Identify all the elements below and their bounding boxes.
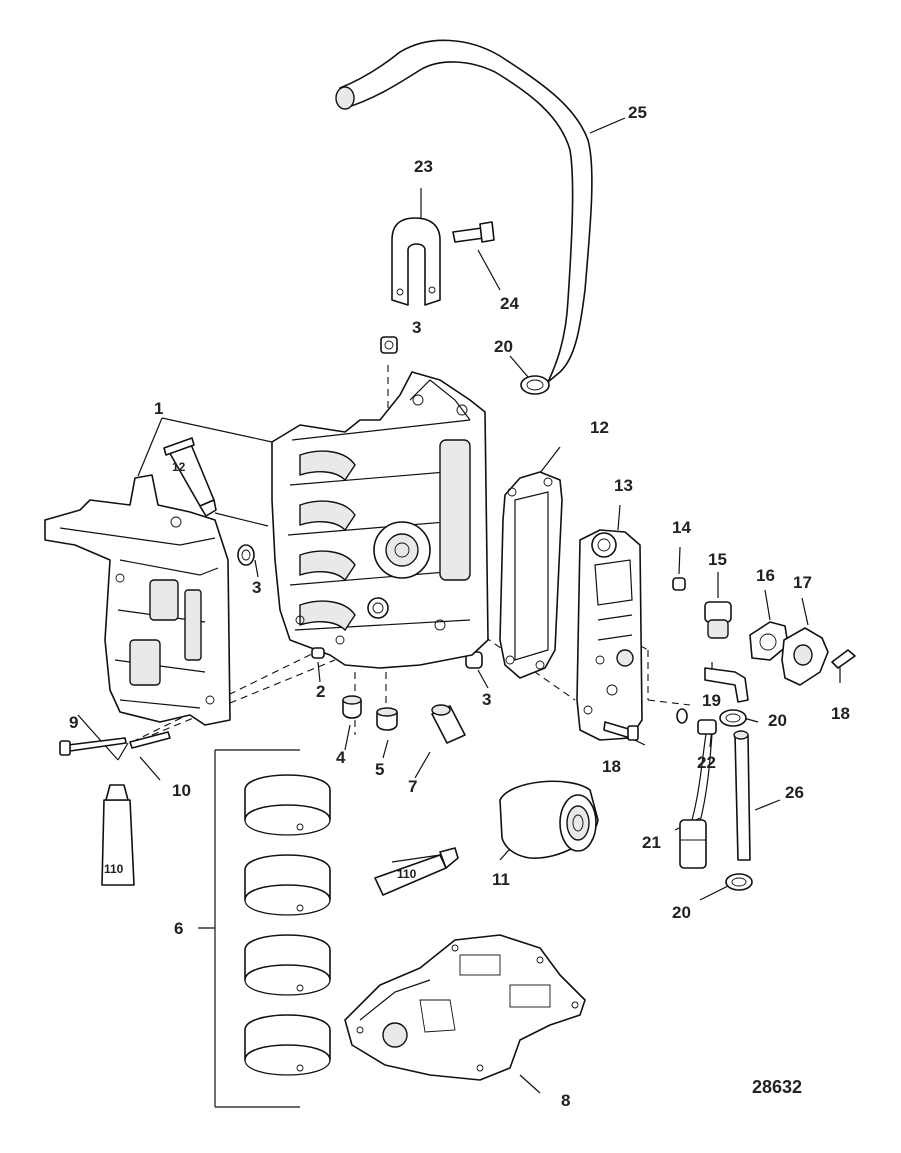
part-8-base-gasket xyxy=(344,934,586,1081)
part-11-oil-filter xyxy=(499,780,599,859)
callout-26: 26 xyxy=(785,783,804,802)
callout-13: 13 xyxy=(614,476,633,495)
part-20-clamp-top xyxy=(520,375,550,395)
main-cylinder-block xyxy=(271,371,489,669)
callout-labels: 1 2 3 3 3 4 5 6 7 8 9 10 11 12 13 14 15 … xyxy=(69,103,850,1110)
part-3-nut-top xyxy=(380,336,398,354)
callout-6: 6 xyxy=(174,919,183,938)
figure-number: 28632 xyxy=(752,1077,802,1097)
callout-3-left: 3 xyxy=(252,578,261,597)
callout-3-bottom: 3 xyxy=(482,690,491,709)
part-6-bearing-2 xyxy=(244,854,331,916)
leader-lines xyxy=(77,117,841,1108)
callout-19: 19 xyxy=(702,691,721,710)
part-20-clamp-bottom xyxy=(725,873,753,891)
part-4-plug xyxy=(342,695,362,719)
part-16-gasket xyxy=(749,621,789,661)
part-13-cover xyxy=(576,529,643,741)
part-24-bolt xyxy=(452,221,495,243)
tube-110-bottom-label: 110 xyxy=(397,867,417,881)
part-10-stud xyxy=(129,731,171,749)
left-housing xyxy=(44,474,231,726)
part-22-o-ring xyxy=(676,708,688,724)
part-18-bolt-right xyxy=(831,649,856,669)
part-6-bearing-1 xyxy=(244,774,331,836)
callout-21: 21 xyxy=(642,833,661,852)
part-17-thermostat-cover xyxy=(781,627,829,686)
part-15-fitting xyxy=(704,601,732,639)
part-18-bolt-lower xyxy=(603,721,639,741)
callout-16: 16 xyxy=(756,566,775,585)
callout-9: 9 xyxy=(69,713,78,732)
tube-110-left-label: 110 xyxy=(104,862,124,876)
callout-24: 24 xyxy=(500,294,519,313)
part-7-sleeve xyxy=(431,704,466,744)
part-6-bearing-4 xyxy=(244,1014,331,1076)
callout-18-right: 18 xyxy=(831,704,850,723)
callout-12-gasket: 12 xyxy=(590,418,609,437)
part-21-sensor-harness xyxy=(679,719,717,869)
part-19-elbow-fitting xyxy=(704,667,749,703)
callout-4: 4 xyxy=(336,748,346,767)
tube-12-label: 12 xyxy=(172,460,186,474)
callout-18-lower: 18 xyxy=(602,757,621,776)
callout-1: 1 xyxy=(154,399,163,418)
callout-20-mid: 20 xyxy=(768,711,787,730)
part-9-bolt xyxy=(59,737,127,756)
part-26-hose xyxy=(733,730,751,861)
part-5-plug xyxy=(376,707,398,731)
part-6-bearing-3 xyxy=(244,934,331,996)
part-110-tube-bottom: 110 xyxy=(374,847,459,896)
callout-7: 7 xyxy=(408,777,417,796)
part-3-nut-left xyxy=(237,544,255,566)
part-12-sealant-tube: 12 xyxy=(163,437,217,517)
callout-17: 17 xyxy=(793,573,812,592)
part-23-bracket xyxy=(391,217,441,306)
callout-11: 11 xyxy=(492,870,510,889)
part-25-hose xyxy=(335,39,593,383)
callout-23: 23 xyxy=(414,157,433,176)
callout-22: 22 xyxy=(697,753,716,772)
callout-15: 15 xyxy=(708,550,727,569)
callout-2: 2 xyxy=(316,682,325,701)
part-14-nut xyxy=(672,577,686,591)
part-20-clamp-mid xyxy=(719,709,747,727)
callout-3-top: 3 xyxy=(412,318,421,337)
part-12-gasket xyxy=(499,471,563,679)
part-110-tube-left: 110 xyxy=(101,784,135,886)
callout-5: 5 xyxy=(375,760,384,779)
part-2-dowel xyxy=(311,647,325,659)
callout-10: 10 xyxy=(172,781,191,800)
callout-20-bottom: 20 xyxy=(672,903,691,922)
callout-8: 8 xyxy=(561,1091,570,1110)
callout-20-top: 20 xyxy=(494,337,513,356)
callout-25: 25 xyxy=(628,103,647,122)
callout-14: 14 xyxy=(672,518,691,537)
